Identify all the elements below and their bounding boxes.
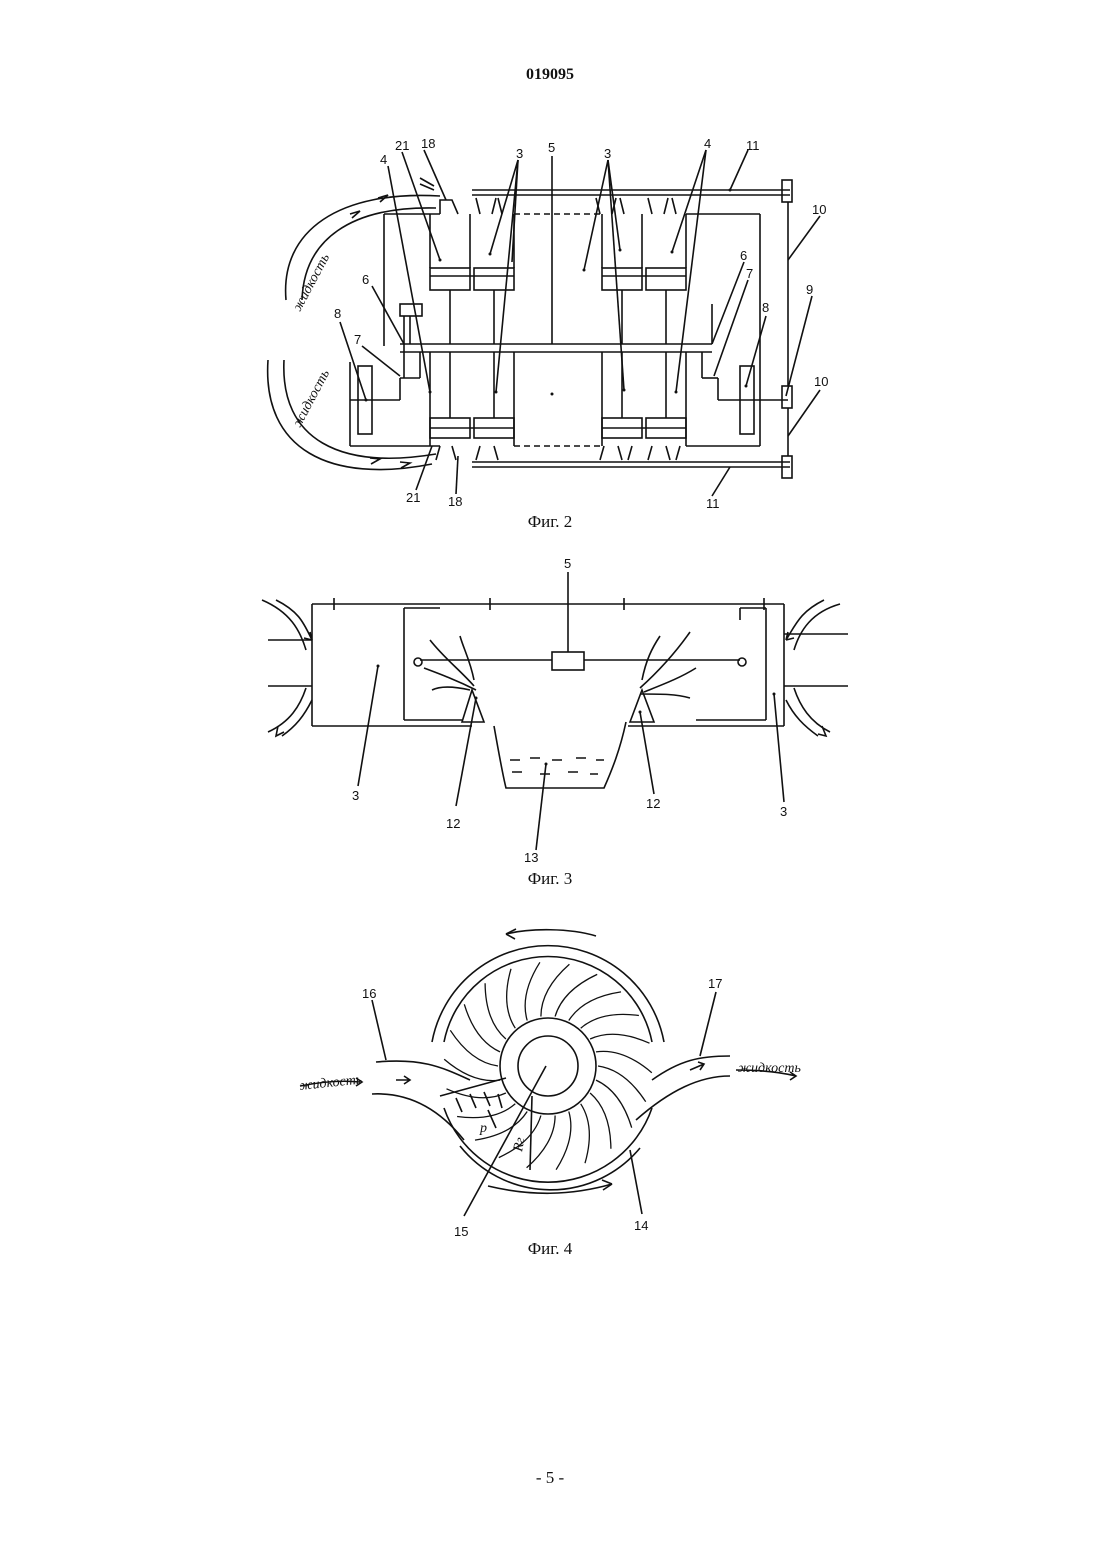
fig2-label-18-bottom: 18	[448, 494, 462, 509]
turbine-blade	[447, 1089, 506, 1098]
fig2-label-6-left: 6	[362, 272, 369, 287]
turbine-blade	[581, 1014, 639, 1028]
turbine-blade	[596, 1051, 652, 1072]
turbine-blade	[590, 1034, 649, 1043]
fig2-label-7-right: 7	[746, 266, 753, 281]
fig4-flow-label-out: жидкость	[738, 1061, 801, 1076]
turbine-blade	[596, 1080, 632, 1128]
page-number: - 5 -	[0, 1468, 1100, 1488]
fig3-label-13: 13	[524, 850, 538, 865]
fig4-label-16: 16	[362, 986, 376, 1001]
turbine-blade	[507, 969, 516, 1028]
fig4-label-14: 14	[634, 1218, 648, 1233]
fig2-label-4-left: 4	[380, 152, 387, 167]
fig4-label-rg: Rг	[511, 1136, 528, 1154]
fig2-flow-label-lower: жидкость	[290, 367, 333, 430]
fig2-caption: Фиг. 2	[0, 512, 1100, 532]
turbine-blade	[598, 1066, 646, 1102]
fig2-label-3-a: 3	[516, 146, 523, 161]
fig3-caption: Фиг. 3	[0, 869, 1100, 889]
fig2-label-7-left: 7	[354, 332, 361, 347]
fig3-label-12-left: 12	[446, 816, 460, 831]
fig3-label-3-right: 3	[780, 804, 787, 819]
fig2-label-21-bottom: 21	[406, 490, 420, 505]
figure-4-drawing: 16 17 15 14 p Rг жидкость жидкость	[0, 910, 1100, 1240]
fig2-label-18-top: 18	[421, 136, 435, 151]
turbine-blade	[444, 1059, 500, 1080]
fig4-label-17: 17	[708, 976, 722, 991]
fig2-label-8-right: 8	[762, 300, 769, 315]
fig4-caption: Фиг. 4	[0, 1239, 1100, 1259]
fig4-label-15: 15	[454, 1224, 468, 1239]
figure-2-drawing: 21 18 4 3 5 3 4 11 10 6 7 9 8 10 6 7 8 2…	[0, 130, 1100, 520]
fig3-label-5: 5	[564, 556, 571, 571]
turbine-blade	[541, 964, 570, 1016]
fig2-label-8-left: 8	[334, 306, 341, 321]
turbine-blade	[590, 1093, 611, 1149]
fig4-label-p: p	[479, 1121, 487, 1136]
fig2-label-10-bottom: 10	[814, 374, 828, 389]
patent-number: 019095	[0, 66, 1100, 84]
figure-3-drawing: 5 3 12 13 12 3	[0, 550, 1100, 870]
turbine-blade	[464, 1004, 500, 1052]
fig4-flow-label-in: жидкость	[299, 1072, 363, 1093]
fig2-label-11-bottom: 11	[706, 496, 720, 511]
fig3-label-3-left: 3	[352, 788, 359, 803]
turbine-blade	[555, 974, 597, 1016]
turbine-blade	[450, 1030, 498, 1066]
fig2-label-5: 5	[548, 140, 555, 155]
turbine-blade	[556, 1112, 571, 1170]
turbine-blade	[569, 992, 621, 1021]
turbine-blade	[525, 962, 540, 1020]
turbine-blade	[581, 1104, 590, 1163]
turbine-blade	[457, 1104, 515, 1118]
fig2-label-10-top: 10	[812, 202, 826, 217]
fig3-label-12-right: 12	[646, 796, 660, 811]
fig2-label-21-top: 21	[395, 138, 409, 153]
fig2-label-11-top: 11	[746, 138, 760, 153]
fig4-blades	[444, 962, 652, 1169]
fig2-label-9: 9	[806, 282, 813, 297]
fig2-label-4-right: 4	[704, 136, 711, 151]
turbine-blade	[485, 983, 506, 1039]
fig2-label-3-b: 3	[604, 146, 611, 161]
fig2-label-6-right: 6	[740, 248, 747, 263]
